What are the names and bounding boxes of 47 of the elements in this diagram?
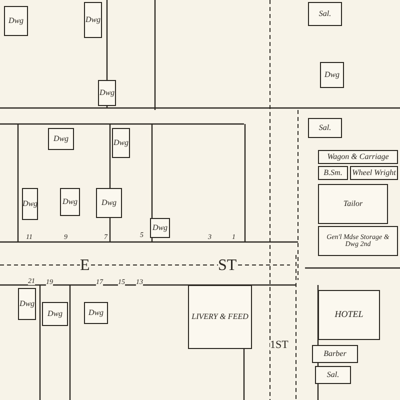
building-label: Sal. xyxy=(318,10,332,18)
building-box xyxy=(112,128,130,158)
building-label: Tailor xyxy=(343,200,363,208)
building-label: Dwg xyxy=(88,308,104,318)
building-box xyxy=(315,366,351,384)
building-box xyxy=(98,80,116,106)
building-label: Dwg xyxy=(324,70,340,80)
building-label: B.Sm. xyxy=(324,168,342,178)
building-box xyxy=(320,62,344,88)
building-box xyxy=(312,345,358,363)
building-label: Sal. xyxy=(318,124,332,132)
building-label: Wagon & Carriage xyxy=(327,152,389,162)
building-box xyxy=(318,226,398,256)
building-box xyxy=(188,285,252,349)
building-box xyxy=(22,188,38,220)
building-box xyxy=(60,188,80,216)
building-label: Dwg xyxy=(53,134,69,144)
building-label: Dwg xyxy=(152,224,168,232)
building-box xyxy=(84,302,108,324)
building-box xyxy=(308,118,342,138)
street-name: 1ST xyxy=(270,340,288,351)
building-box xyxy=(318,290,380,340)
building-label: Sal. xyxy=(326,370,340,380)
building-box xyxy=(48,128,74,150)
building-label: Dwg xyxy=(8,16,24,26)
building-box xyxy=(350,166,398,180)
building-box xyxy=(42,302,68,326)
building-box xyxy=(308,2,342,26)
building-label: Barber xyxy=(324,350,346,358)
building-label: Dwg xyxy=(101,198,117,208)
building-box xyxy=(84,2,102,38)
building-label: Wheel Wright xyxy=(352,168,396,178)
building-label: Dwg xyxy=(47,310,63,318)
building-label: Dwg xyxy=(85,16,101,24)
building-box xyxy=(318,150,398,164)
building-box xyxy=(318,184,388,224)
building-label: LIVERY & FEED xyxy=(192,312,248,322)
building-label: HOTEL xyxy=(334,310,364,320)
building-box xyxy=(96,188,122,218)
building-box xyxy=(318,166,348,180)
building-box xyxy=(4,6,28,36)
building-label: Dwg xyxy=(99,88,115,98)
building-label: Dwg xyxy=(113,138,129,148)
building-box xyxy=(18,288,36,320)
building-label: Dwg xyxy=(62,198,78,206)
building-box xyxy=(150,218,170,238)
building-label: Dwg xyxy=(19,300,35,308)
